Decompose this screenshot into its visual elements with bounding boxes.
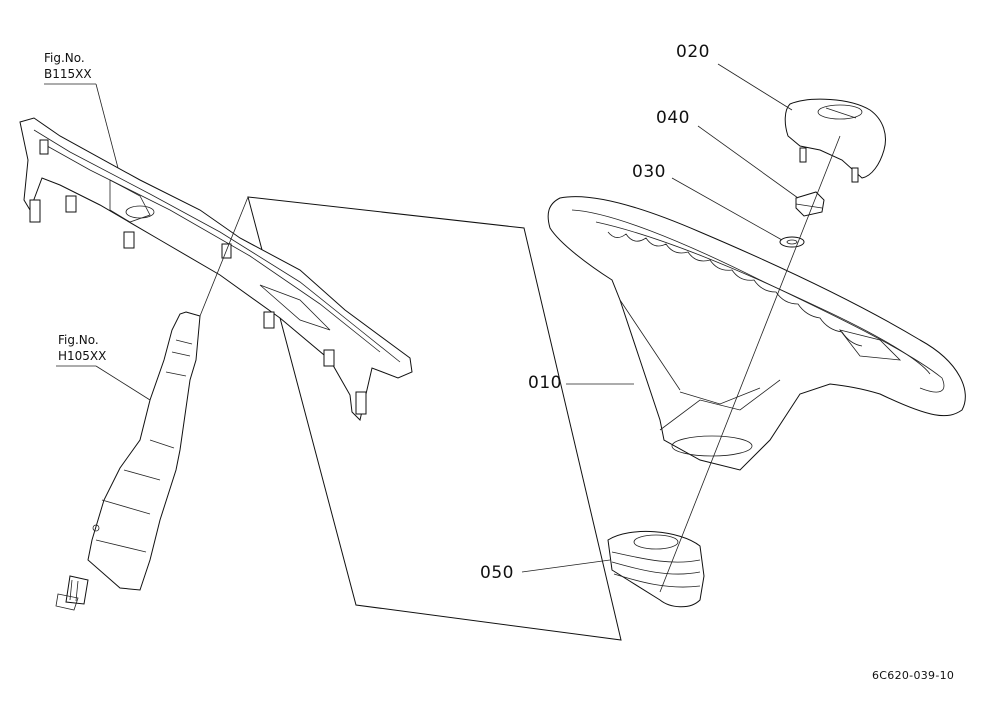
drawing-id: 6C620-039-10: [872, 669, 955, 682]
fig-ref-h105xx-code[interactable]: H105XX: [58, 349, 107, 363]
steering-washer: [779, 236, 805, 248]
part-label-030[interactable]: 030: [632, 162, 666, 182]
part-label-020[interactable]: 020: [676, 42, 710, 62]
leader-040: [697, 125, 799, 199]
leader-h105xx: [95, 365, 151, 401]
leader-020: [717, 63, 793, 111]
leader-b115xx: [95, 83, 119, 169]
fig-ref-b115xx-code[interactable]: B115XX: [44, 67, 92, 81]
fig-ref-b115xx-prefix: Fig.No.: [44, 51, 85, 65]
part-label-010[interactable]: 010: [528, 373, 562, 393]
shaft-axis-line: [199, 196, 249, 317]
steering-wheel-cap: [784, 98, 886, 183]
leader-030: [671, 177, 783, 241]
steering-wheel: [547, 196, 966, 471]
leader-050: [521, 559, 611, 573]
steering-nut: [795, 191, 825, 217]
column-cover-panel: [19, 117, 413, 421]
fig-ref-h105xx-prefix: Fig.No.: [58, 333, 99, 347]
steering-shaft: [55, 311, 201, 611]
assembly-boundary-frame: [247, 196, 622, 641]
part-label-050[interactable]: 050: [480, 563, 514, 583]
wheel-axis-line: [659, 135, 841, 593]
part-label-040[interactable]: 040: [656, 108, 690, 128]
spring-boot: [607, 531, 705, 608]
